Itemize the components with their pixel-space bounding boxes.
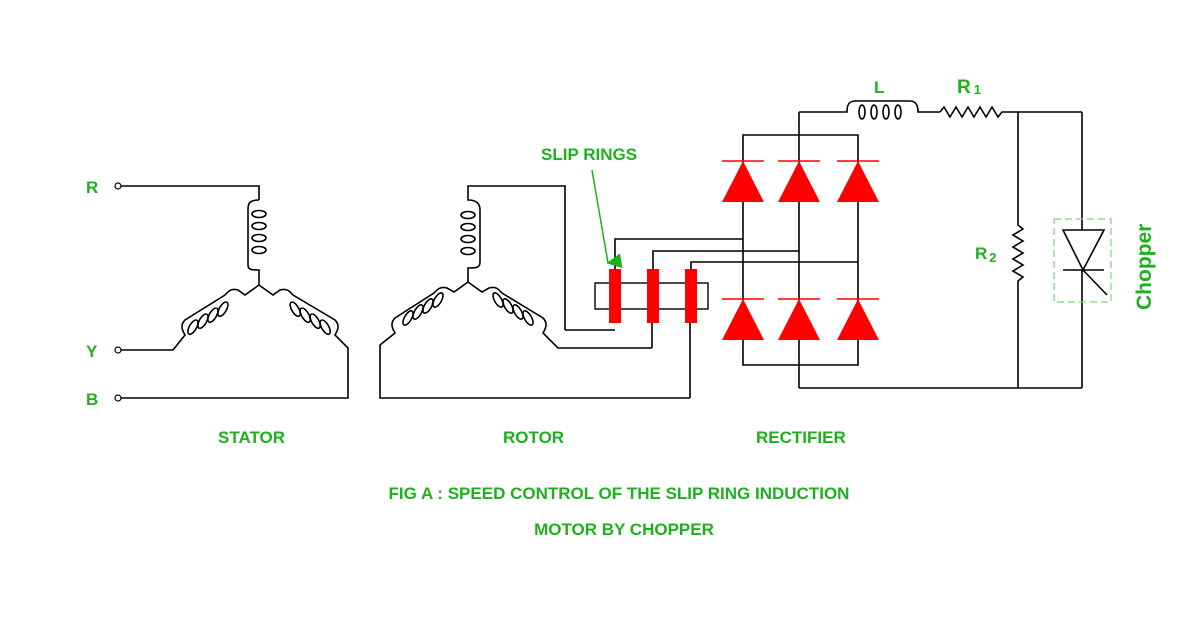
stator-winding (114, 182, 349, 402)
rotor-coil-1 (460, 185, 566, 330)
caption-line-2: MOTOR BY CHOPPER (534, 520, 714, 539)
stator-coil-b (121, 284, 349, 399)
wire-ring3-out (690, 261, 858, 269)
rotor-coil-3 (467, 281, 652, 349)
caption-line-1: FIG A : SPEED CONTROL OF THE SLIP RING I… (389, 484, 850, 503)
slip-rings-label: SLIP RINGS (541, 145, 637, 164)
terminal-label-b: B (86, 390, 98, 409)
diode-bottom-2 (778, 298, 820, 340)
wire-ring2-out (652, 250, 799, 269)
section-label-stator: STATOR (218, 428, 285, 447)
slip-ring-3 (685, 269, 697, 323)
rectifier-frame (742, 134, 859, 366)
inductor-l (799, 100, 940, 113)
section-label-rectifier: RECTIFIER (756, 428, 846, 447)
chopper-dashed-box (1053, 218, 1112, 303)
diode-top-3 (837, 160, 879, 202)
slip-rings-pointer-arrow (591, 169, 623, 269)
diode-bottom-3 (837, 298, 879, 340)
stator-coil-r (247, 199, 267, 285)
wire-r (121, 185, 260, 200)
thyristor-symbol (1061, 229, 1106, 272)
diode-bottom-1 (722, 298, 764, 340)
slip-ring-1 (609, 269, 621, 323)
dc-circuit (799, 100, 1112, 389)
terminal-y[interactable] (114, 346, 122, 354)
wire-ring1-out (614, 238, 743, 269)
rectifier-bridge (722, 112, 879, 388)
thyristor-gate (1082, 269, 1108, 296)
stator-coil-y (121, 284, 260, 351)
terminal-label-r: R (86, 178, 98, 197)
section-label-rotor: ROTOR (503, 428, 564, 447)
chopper-thyristor[interactable] (1053, 218, 1112, 303)
diode-top-2 (778, 160, 820, 202)
inductor-label: L (874, 78, 884, 97)
slip-rings (594, 238, 858, 323)
rotor-coil-2 (379, 281, 690, 399)
terminal-b[interactable] (114, 394, 122, 402)
resistor-r1 (939, 105, 1082, 119)
diode-top-1 (722, 160, 764, 202)
terminal-r[interactable] (114, 182, 122, 190)
resistor-r2 (1011, 112, 1025, 388)
chopper-label: Chopper (1133, 224, 1156, 310)
slip-ring-2 (647, 269, 659, 323)
terminal-label-y: Y (86, 342, 98, 361)
rotor-winding (379, 185, 691, 399)
